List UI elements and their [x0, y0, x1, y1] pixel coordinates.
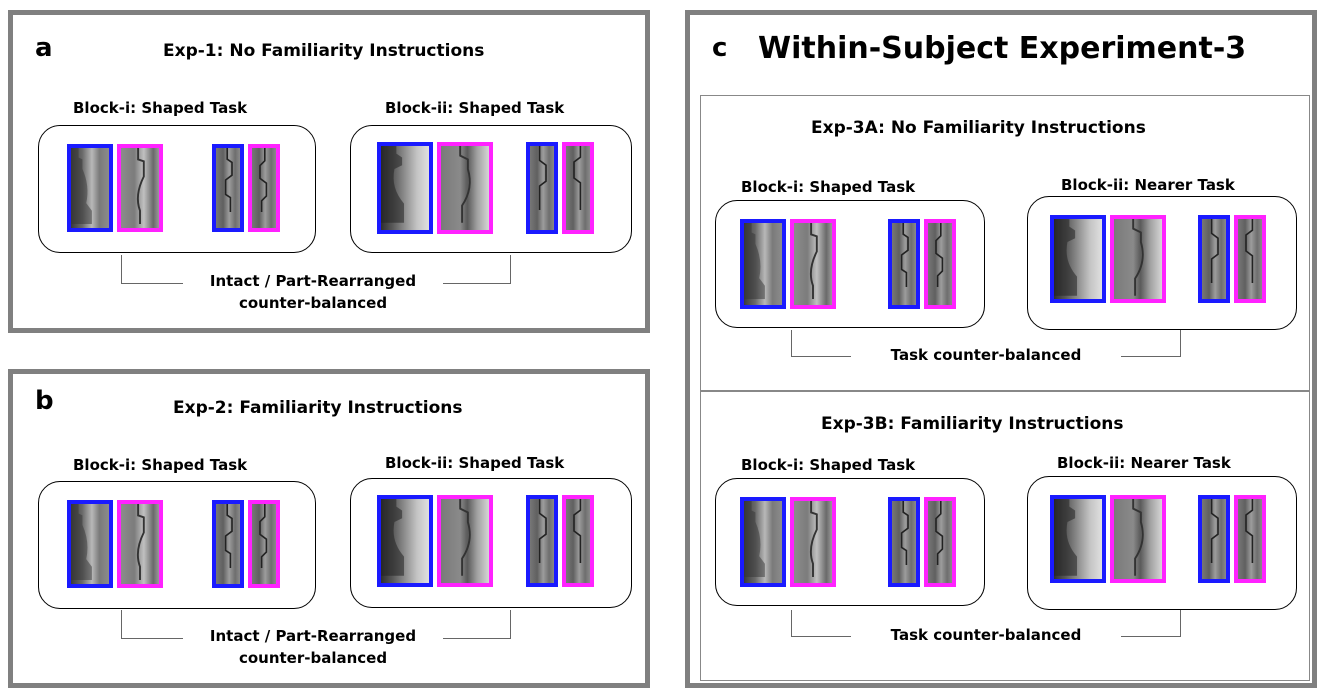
stimulus-narrow-intact [888, 219, 920, 309]
block-ii-group [1027, 476, 1297, 610]
panel-title: Within-Subject Experiment-3 [758, 31, 1247, 66]
note-line: counter-balanced [238, 649, 388, 667]
exp3b-subpanel: Exp-3B: Familiarity Instructions Block-i… [700, 391, 1310, 681]
note-line: counter-balanced [238, 294, 388, 312]
stimulus-wide-intact [377, 142, 433, 234]
counterbalance-note: Task counter-balanced [851, 344, 1121, 366]
stimulus-wide-rearranged [437, 142, 493, 234]
stimulus-wide-rearranged [117, 500, 163, 588]
block-ii-group [1027, 196, 1297, 330]
stimulus-wide-intact [1050, 215, 1106, 303]
block-i-group [715, 478, 985, 606]
stimulus-wide-rearranged [1110, 215, 1166, 303]
stimulus-narrow-rearranged [248, 500, 280, 588]
block-i-group [38, 481, 316, 609]
stimulus-wide-intact [377, 495, 433, 587]
stimulus-narrow-intact [1198, 495, 1230, 583]
stimulus-narrow-rearranged [924, 497, 956, 587]
block-label: Block-i: Shaped Task [741, 456, 916, 474]
block-ii-group [350, 478, 632, 608]
block-i-group [38, 125, 316, 253]
stimulus-narrow-rearranged [1234, 215, 1266, 303]
note-line: Intact / Part-Rearranged [209, 272, 417, 290]
stimulus-wide-rearranged [1110, 495, 1166, 583]
stimulus-narrow-intact [1198, 215, 1230, 303]
panel-title: Exp-2: Familiarity Instructions [173, 398, 463, 418]
block-label: Block-i: Shaped Task [73, 99, 248, 117]
subpanel-title: Exp-3A: No Familiarity Instructions [811, 118, 1146, 138]
stimulus-narrow-rearranged [924, 219, 956, 309]
counterbalance-note: Task counter-balanced [851, 624, 1121, 646]
stimulus-wide-intact [1050, 495, 1106, 583]
stimulus-narrow-intact [526, 142, 558, 234]
stimulus-narrow-rearranged [562, 495, 594, 587]
panel-a: a Exp-1: No Familiarity Instructions Blo… [8, 10, 650, 333]
stimulus-wide-intact [740, 497, 786, 587]
stimulus-wide-intact [67, 500, 113, 588]
note-line: Intact / Part-Rearranged [209, 627, 417, 645]
block-label: Block-ii: Shaped Task [385, 454, 565, 472]
stimulus-narrow-intact [212, 144, 244, 232]
panel-letter: b [35, 386, 54, 416]
stimulus-narrow-rearranged [248, 144, 280, 232]
block-label: Block-i: Shaped Task [741, 178, 916, 196]
counterbalance-note: Intact / Part-Rearranged counter-balance… [183, 625, 443, 669]
stimulus-narrow-rearranged [1234, 495, 1266, 583]
panel-title: Exp-1: No Familiarity Instructions [163, 41, 485, 61]
block-label: Block-ii: Shaped Task [385, 99, 565, 117]
stimulus-wide-rearranged [437, 495, 493, 587]
stimulus-wide-intact [740, 219, 786, 309]
block-i-group [715, 200, 985, 328]
stimulus-wide-rearranged [117, 144, 163, 232]
block-ii-group [350, 125, 632, 253]
panel-c: c Within-Subject Experiment-3 Exp-3A: No… [685, 10, 1317, 688]
exp3a-subpanel: Exp-3A: No Familiarity Instructions Bloc… [700, 95, 1310, 391]
panel-letter: c [712, 33, 728, 63]
subpanel-title: Exp-3B: Familiarity Instructions [821, 414, 1124, 434]
block-label: Block-i: Shaped Task [73, 456, 248, 474]
block-label: Block-ii: Nearer Task [1061, 176, 1235, 194]
panel-b: b Exp-2: Familiarity Instructions Block-… [8, 369, 650, 688]
stimulus-wide-rearranged [790, 497, 836, 587]
stimulus-narrow-intact [526, 495, 558, 587]
panel-letter: a [35, 33, 53, 63]
stimulus-wide-rearranged [790, 219, 836, 309]
stimulus-narrow-rearranged [562, 142, 594, 234]
stimulus-narrow-intact [888, 497, 920, 587]
stimulus-wide-intact [67, 144, 113, 232]
block-label: Block-ii: Nearer Task [1057, 454, 1231, 472]
stimulus-narrow-intact [212, 500, 244, 588]
counterbalance-note: Intact / Part-Rearranged counter-balance… [183, 270, 443, 314]
